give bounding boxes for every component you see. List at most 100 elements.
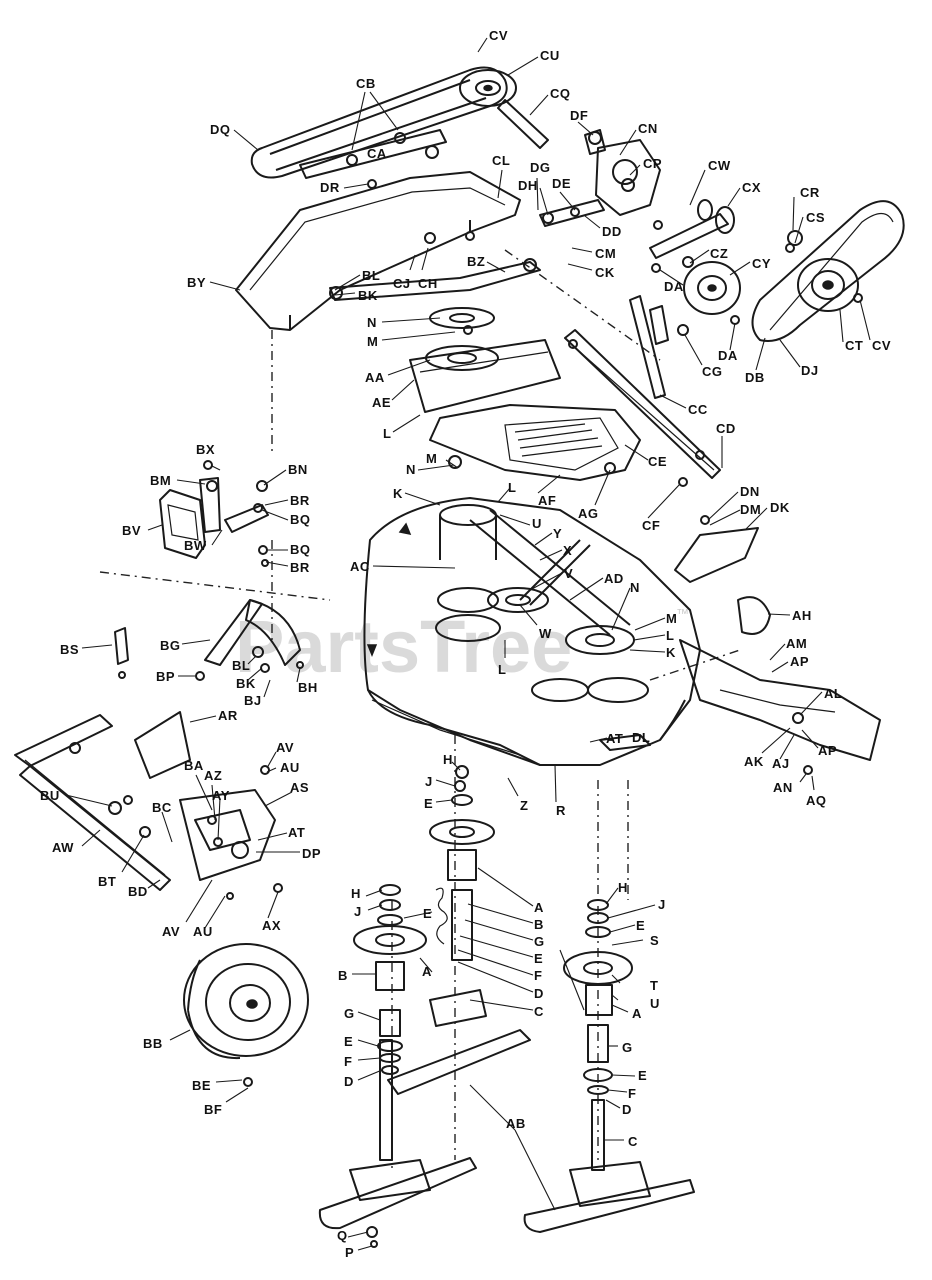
label-ay: AY <box>212 788 230 803</box>
label-bq-2: BQ <box>290 542 311 557</box>
label-f-c: F <box>534 968 542 983</box>
label-bs: BS <box>60 642 79 657</box>
spindle-right <box>563 899 633 1171</box>
front-axle-aw <box>14 711 283 900</box>
label-bw: BW <box>184 538 207 553</box>
label-ax: AX <box>262 918 281 933</box>
label-cc: CC <box>688 402 708 417</box>
label-ba: BA <box>184 758 204 773</box>
watermark-trademark: ™ <box>676 606 689 621</box>
label-br-2: BR <box>290 560 310 575</box>
label-ca: CA <box>367 146 387 161</box>
label-l-right: L <box>666 628 674 643</box>
label-bf: BF <box>204 1102 222 1117</box>
label-aa: AA <box>365 370 385 385</box>
label-e-l: E <box>423 906 432 921</box>
label-ak: AK <box>744 754 764 769</box>
discharge-chute-al <box>679 596 881 775</box>
label-l-top: L <box>383 426 391 441</box>
label-az: AZ <box>204 768 222 783</box>
label-v: V <box>564 566 573 581</box>
bracket-bv-bw <box>159 460 269 567</box>
label-av-top: AV <box>276 740 294 755</box>
label-cl: CL <box>492 153 510 168</box>
label-n-right: N <box>630 580 640 595</box>
label-bz: BZ <box>467 254 485 269</box>
label-ag: AG <box>578 506 599 521</box>
right-belt-group <box>649 199 905 342</box>
tension-bar-cc <box>564 295 721 487</box>
label-e-r2: E <box>638 1068 647 1083</box>
label-al: AL <box>824 686 842 701</box>
label-cg: CG <box>702 364 723 379</box>
label-b-l: B <box>338 968 348 983</box>
label-da-2: DA <box>718 348 738 363</box>
label-s: S <box>650 933 659 948</box>
label-a-r: A <box>632 1006 642 1021</box>
label-ad: AD <box>604 571 624 586</box>
leader-lines <box>65 37 871 1251</box>
label-bd: BD <box>128 884 148 899</box>
shield-af <box>429 404 641 481</box>
upper-belt-assembly <box>250 66 549 189</box>
label-a-l: A <box>422 964 432 979</box>
label-bk-top: BK <box>358 288 378 303</box>
gearbox-cn-cp <box>539 129 661 227</box>
label-ap-1: AP <box>790 654 809 669</box>
label-ac: AC <box>350 559 370 574</box>
label-k-mid: K <box>393 486 403 501</box>
label-ch: CH <box>418 276 438 291</box>
label-bc: BC <box>152 800 172 815</box>
label-au-top: AU <box>280 760 300 775</box>
label-cm: CM <box>595 246 616 261</box>
label-l-mid: L <box>508 480 516 495</box>
label-bm: BM <box>150 473 171 488</box>
label-a-c: A <box>534 900 544 915</box>
label-by: BY <box>187 275 206 290</box>
label-b-c: B <box>534 917 544 932</box>
label-c-c: C <box>534 1004 544 1019</box>
label-k-right: K <box>666 645 676 660</box>
label-cb: CB <box>356 76 376 91</box>
label-q: Q <box>337 1228 348 1243</box>
label-bx: BX <box>196 442 215 457</box>
label-cr: CR <box>800 185 820 200</box>
label-at-deck: AT <box>606 731 623 746</box>
bracket-by <box>235 171 521 331</box>
label-j-l: J <box>354 904 362 919</box>
label-bk-low: BK <box>236 676 256 691</box>
label-au-low: AU <box>193 924 213 939</box>
label-d-r: D <box>622 1102 632 1117</box>
label-f-r: F <box>628 1086 636 1101</box>
label-cv-right: CV <box>872 338 891 353</box>
label-n-mid: N <box>406 462 416 477</box>
label-dl: DL <box>632 730 650 745</box>
label-e-r: E <box>636 918 645 933</box>
label-d-l: D <box>344 1074 354 1089</box>
label-n-top: N <box>367 315 377 330</box>
label-cq: CQ <box>550 86 571 101</box>
label-h-c: H <box>443 752 453 767</box>
label-br-1: BR <box>290 493 310 508</box>
label-cz: CZ <box>710 246 728 261</box>
label-cf: CF <box>642 518 660 533</box>
label-m-right: M <box>666 611 677 626</box>
label-dp: DP <box>302 846 321 861</box>
label-db: DB <box>745 370 765 385</box>
mower-deck-r <box>363 497 701 766</box>
label-dn: DN <box>740 484 760 499</box>
label-ck: CK <box>595 265 615 280</box>
label-ct: CT <box>845 338 863 353</box>
label-cw: CW <box>708 158 731 173</box>
label-bv: BV <box>122 523 141 538</box>
label-t: T <box>650 978 658 993</box>
label-f-l: F <box>344 1054 352 1069</box>
part-labels: CV CU CQ CB DQ CA DR DF CN CP CL DG DH D… <box>40 28 891 1260</box>
label-e-c2: E <box>534 951 543 966</box>
label-ah: AH <box>792 608 812 623</box>
spindle-center <box>429 765 495 1027</box>
label-ce: CE <box>648 454 667 469</box>
label-bt: BT <box>98 874 116 889</box>
label-bj: BJ <box>244 693 262 708</box>
label-cd: CD <box>716 421 736 436</box>
